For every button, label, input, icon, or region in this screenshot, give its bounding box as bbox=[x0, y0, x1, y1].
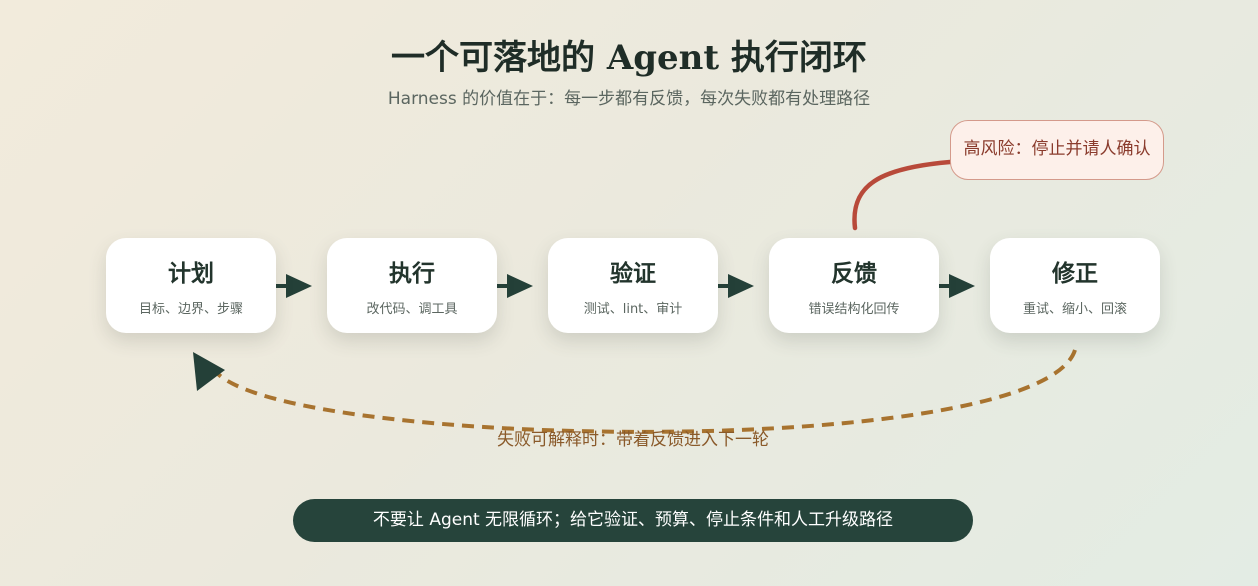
step-description: 重试、缩小、回滚 bbox=[1022, 302, 1127, 317]
step-description: 改代码、调工具 bbox=[366, 302, 458, 317]
risk-branch-line bbox=[852, 159, 953, 231]
step-title: 验证 bbox=[610, 261, 656, 287]
step-plan: 计划 目标、边界、步骤 bbox=[106, 238, 276, 333]
step-arrow-1 bbox=[276, 274, 312, 298]
step-description: 目标、边界、步骤 bbox=[138, 302, 243, 317]
step-description: 错误结构化回传 bbox=[808, 302, 900, 317]
step-arrow-4 bbox=[939, 274, 975, 298]
step-execute: 执行 改代码、调工具 bbox=[327, 238, 497, 333]
step-title: 执行 bbox=[389, 261, 435, 287]
bottom-banner: 不要让 Agent 无限循环；给它验证、预算、停止条件和人工升级路径 bbox=[293, 499, 973, 542]
page-subtitle: Harness 的价值在于：每一步都有反馈，每次失败都有处理路径 bbox=[387, 89, 871, 109]
step-verify: 验证 测试、lint、审计 bbox=[548, 238, 718, 333]
feedback-loop-arrowhead bbox=[193, 352, 225, 391]
step-title: 修正 bbox=[1052, 261, 1098, 287]
step-correct: 修正 重试、缩小、回滚 bbox=[990, 238, 1160, 333]
step-arrow-2 bbox=[497, 274, 533, 298]
step-feedback: 反馈 错误结构化回传 bbox=[769, 238, 939, 333]
risk-callout: 高风险：停止并请人确认 bbox=[950, 120, 1164, 180]
page-title: 一个可落地的 Agent 执行闭环 bbox=[391, 38, 867, 78]
step-arrow-3 bbox=[718, 274, 754, 298]
step-title: 计划 bbox=[168, 261, 214, 287]
step-title: 反馈 bbox=[831, 261, 877, 287]
step-description: 测试、lint、审计 bbox=[583, 302, 683, 317]
feedback-loop-line bbox=[216, 349, 1077, 434]
feedback-loop-label: 失败可解释时：带着反馈进入下一轮 bbox=[497, 430, 769, 450]
